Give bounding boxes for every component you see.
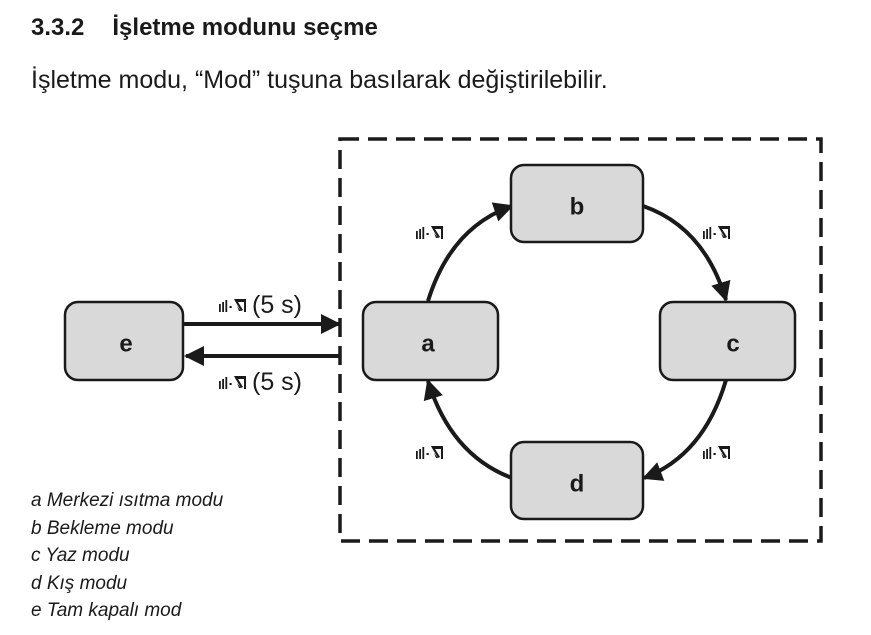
- mode-button-icon: [703, 226, 730, 239]
- dashed-frame: [338, 137, 823, 543]
- intro-text: İşletme modu, “Mod” tuşuna basılarak değ…: [31, 66, 608, 94]
- node-c: c: [658, 300, 797, 382]
- node-b: b: [509, 163, 645, 244]
- section-heading: 3.3.2 İşletme modunu seçme: [31, 14, 378, 42]
- node-d-label: d: [570, 470, 585, 497]
- legend-item: a Merkezi ısıtma modu: [31, 490, 224, 511]
- legend-item: c Yaz modu: [31, 545, 130, 566]
- legend-item: d Kış modu: [31, 572, 128, 594]
- arrow-a-to-b: [426, 202, 514, 302]
- node-b-label: b: [570, 193, 585, 220]
- node-c-label: c: [726, 330, 739, 357]
- legend-item: b Bekleme modu: [31, 517, 174, 539]
- mode-button-icon: [416, 446, 443, 459]
- arrow-d-to-a: [423, 379, 513, 480]
- node-a-label: a: [421, 330, 435, 357]
- arrow-b-to-c: [642, 204, 731, 302]
- section-title: İşletme modunu seçme: [112, 14, 378, 41]
- e-to-a-time-label: (5 s): [252, 291, 302, 319]
- node-e: e: [63, 300, 185, 382]
- mode-button-icon: [219, 376, 246, 389]
- legend: a Merkezi ısıtma modu b Bekleme modu c Y…: [31, 487, 223, 625]
- mode-button-icon: [416, 226, 443, 239]
- node-a: a: [361, 300, 500, 382]
- arrow-c-to-d: [642, 379, 728, 481]
- node-d: d: [509, 440, 645, 521]
- mode-button-icon: [703, 446, 730, 459]
- node-e-label: e: [119, 330, 132, 357]
- section-number: 3.3.2: [31, 14, 85, 41]
- legend-item: e Tam kapalı mod: [31, 600, 182, 621]
- mode-button-icon: [219, 299, 246, 312]
- a-to-e-time-label: (5 s): [252, 368, 302, 396]
